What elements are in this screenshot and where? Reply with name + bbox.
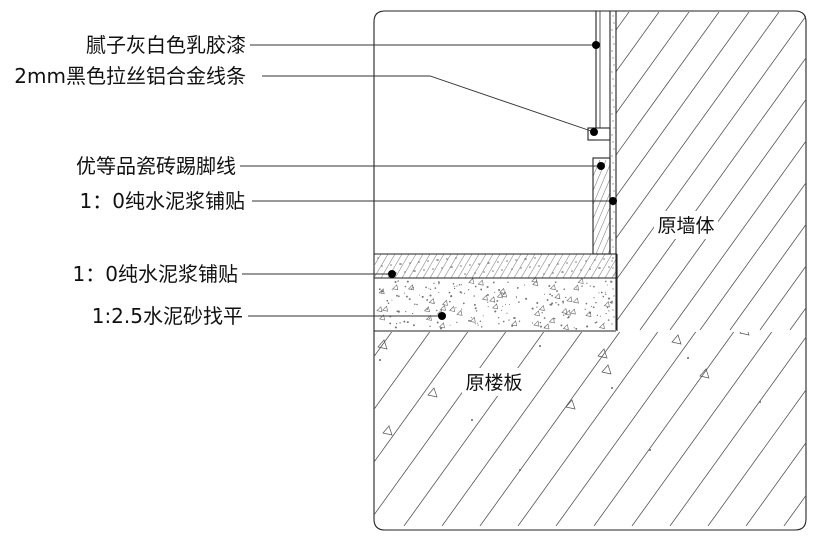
dot-alloy-strip [590,128,598,136]
label-cement-paste-floor: 1：0纯水泥浆铺贴 [73,262,238,286]
dot-mortar [438,312,446,320]
label-alloy-strip: 2mm黑色拉丝铝合金线条 [14,64,246,88]
structure-edges [374,11,618,332]
label-original-wall: 原墙体 [657,215,714,237]
label-original-slab: 原楼板 [465,372,522,394]
region-labels: 原墙体 原楼板 [462,211,718,396]
dot-putty [592,41,600,49]
dot-wall-paste [609,197,617,205]
label-mortar-leveling: 1:2.5水泥砂找平 [92,304,243,328]
detail-frame [373,10,807,531]
label-skirting-tile: 优等品瓷砖踢脚线 [76,154,236,178]
leader-alloy-strip [262,75,595,133]
slab-hatch [374,332,806,526]
skirting-pattern [593,160,610,254]
floor-paste-pattern [374,254,617,278]
dot-skirting [597,162,605,170]
callout-labels: 腻子灰白色乳胶漆 2mm黑色拉丝铝合金线条 优等品瓷砖踢脚线 1：0纯水泥浆铺贴… [14,33,246,328]
dot-floor-paste [388,270,396,278]
leader-dots [388,41,617,320]
plaster-pattern [611,15,615,325]
wall-hatch [616,12,806,330]
label-cement-paste-wall: 1：0纯水泥浆铺贴 [80,189,245,213]
mortar-speckle [376,276,613,330]
label-putty-paint: 腻子灰白色乳胶漆 [86,33,246,57]
leader-lines [240,44,613,317]
